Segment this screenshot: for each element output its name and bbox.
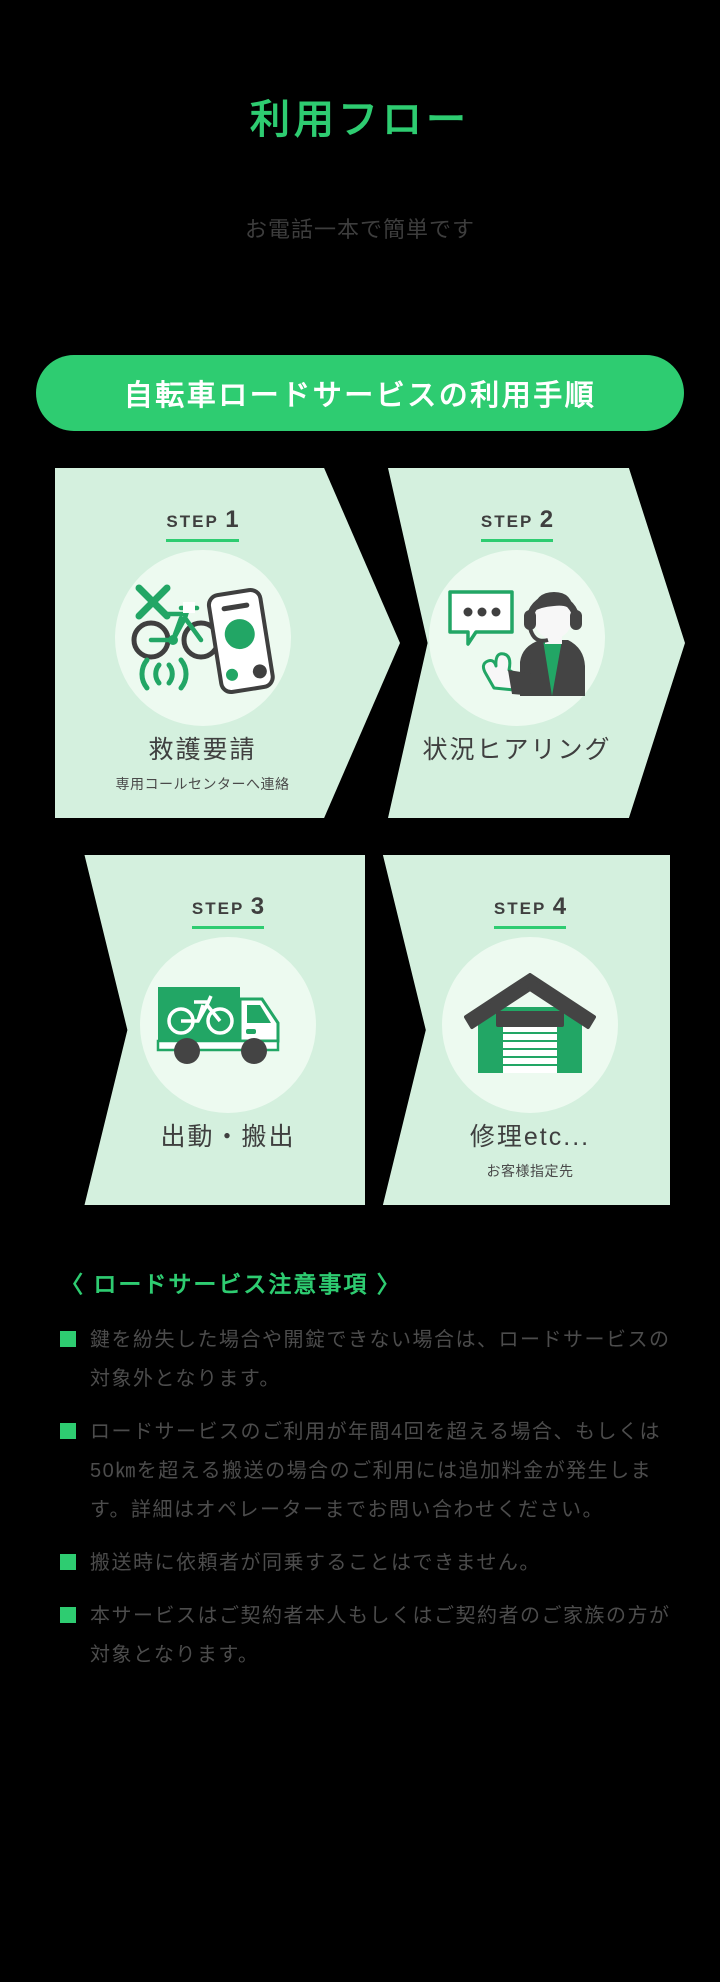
note-item: 本サービスはご契約者本人もしくはご契約者のご家族の方が対象となります。 [0, 1597, 720, 1675]
step-1-number: 1 [225, 506, 239, 533]
bicycle-transport-truck-icon [154, 975, 302, 1075]
note-item: 鍵を紛失した場合や開錠できない場合は、ロードサービスの対象外となります。 [0, 1321, 720, 1399]
step-3-number: 3 [250, 893, 265, 920]
step-3-tag-label: STEP [191, 899, 244, 918]
note-bullet-icon [60, 1423, 76, 1439]
step-1-subtitle: 専用コールセンターへ連絡 [115, 776, 290, 792]
step-1-tag-label: STEP [166, 512, 219, 531]
note-bullet-icon [60, 1607, 76, 1623]
step-2-number: 2 [539, 506, 554, 533]
page-subtitle: お電話一本で簡単です [244, 217, 475, 242]
note-text: 鍵を紛失した場合や開錠できない場合は、ロードサービスの対象外となります。 [90, 1329, 671, 1390]
steps-container: STEP 1 [0, 460, 720, 1210]
step-card-2: STEP 2 [388, 468, 685, 818]
repair-garage-icon [464, 973, 596, 1077]
broken-bicycle-and-smartphone-icon [123, 578, 283, 698]
page-title: 利用フロー [250, 98, 470, 142]
note-item: 搬送時に依頼者が同乗することはできません。 [0, 1544, 720, 1583]
step-4-subtitle: お客様指定先 [486, 1163, 574, 1179]
note-text: ロードサービスのご利用が年間4回を超える場合、もしくは50㎞を超える搬送の場合の… [90, 1421, 662, 1521]
section-banner: 自転車ロードサービスの利用手順 [36, 355, 684, 431]
step-2-tag-label: STEP [480, 512, 533, 531]
step-1-title: 救護要請 [148, 736, 257, 764]
step-3-icon-circle [140, 937, 316, 1113]
note-bullet-icon [60, 1331, 76, 1347]
notes-section: 〈 ロードサービス注意事項 〉 鍵を紛失した場合や開錠できない場合は、ロードサー… [0, 1265, 720, 1689]
step-3-tag: STEP 3 [191, 893, 265, 929]
step-4-tag-label: STEP [493, 899, 546, 918]
step-card-1: STEP 1 [55, 468, 400, 818]
step-3-title: 出動・搬出 [160, 1123, 296, 1151]
headset-operator-icon [442, 578, 592, 698]
step-4-icon-circle [442, 937, 618, 1113]
step-4-title: 修理etc... [469, 1123, 591, 1151]
step-1-icon-circle [114, 550, 291, 726]
step-4-number: 4 [552, 893, 567, 920]
note-text: 本サービスはご契約者本人もしくはご契約者のご家族の方が対象となります。 [90, 1605, 671, 1666]
step-1-tag: STEP 1 [166, 506, 239, 542]
step-2-title: 状況ヒアリング [422, 736, 612, 764]
step-card-4: STEP 4 [382, 855, 670, 1205]
note-item: ロードサービスのご利用が年間4回を超える場合、もしくは50㎞を超える搬送の場合の… [0, 1413, 720, 1530]
step-4-tag: STEP 4 [493, 893, 567, 929]
note-bullet-icon [60, 1554, 76, 1570]
note-text: 搬送時に依頼者が同乗することはできません。 [90, 1552, 541, 1574]
step-card-3: STEP 3 [84, 855, 365, 1205]
section-banner-label: 自転車ロードサービスの利用手順 [123, 380, 597, 412]
step-2-tag: STEP 2 [480, 506, 554, 542]
notes-heading: 〈 ロードサービス注意事項 〉 [60, 1271, 402, 1297]
step-2-icon-circle [429, 550, 605, 726]
